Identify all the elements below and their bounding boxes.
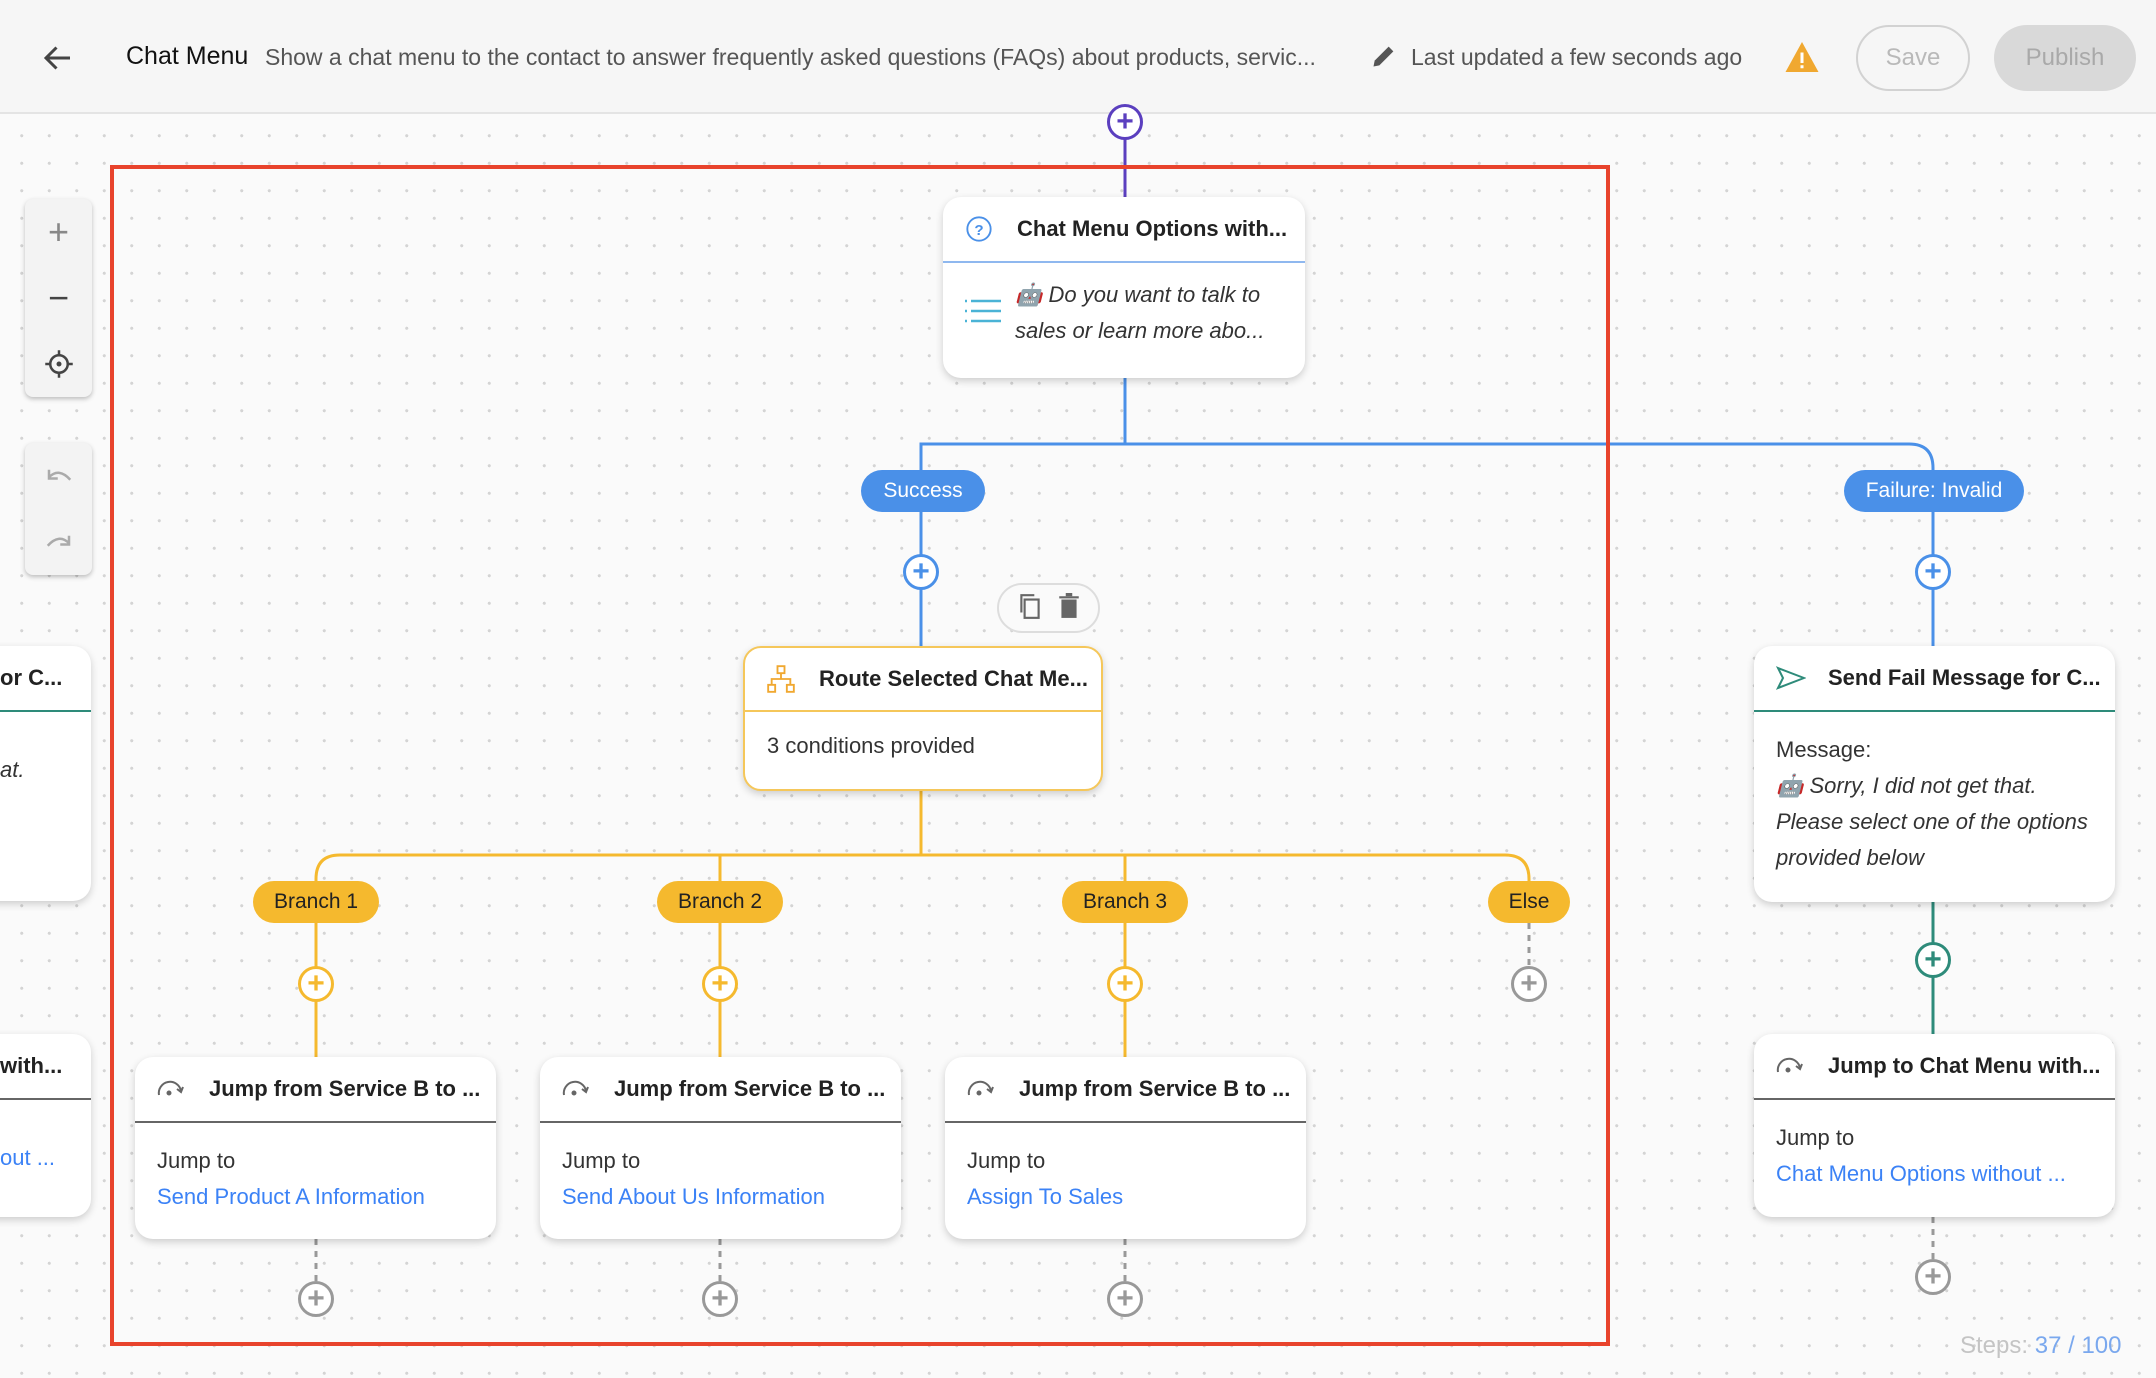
node-title: Route Selected Chat Me... [819, 666, 1088, 691]
node-actions [997, 583, 1100, 633]
add-step-button[interactable]: + [1107, 1281, 1143, 1317]
flow-description[interactable]: Show a chat menu to the contact to answe… [265, 44, 1316, 70]
add-step-button[interactable]: + [1915, 942, 1951, 978]
fail-message-node[interactable]: Send Fail Message for C... Message: 🤖 Sor… [1754, 646, 2115, 902]
node-title: Jump to Chat Menu with... [1828, 1053, 2101, 1078]
svg-text:?: ? [974, 222, 983, 239]
jump-label: Jump to [1776, 1125, 1855, 1150]
branch-label: Branch 1 [253, 881, 379, 923]
else-label: Else [1488, 881, 1570, 923]
route-node[interactable]: Route Selected Chat Me... 3 conditions p… [743, 646, 1103, 791]
partial-node[interactable]: with... out ... [0, 1034, 91, 1217]
partial-node[interactable]: or C... at. [0, 646, 91, 901]
jump-target-link[interactable]: out ... [0, 1145, 56, 1170]
jump-icon [562, 1079, 594, 1099]
copy-icon[interactable] [1017, 592, 1043, 625]
page-title: Chat Menu [126, 42, 249, 70]
warning-icon[interactable] [1784, 40, 1820, 79]
steps-label: Steps: [1960, 1332, 2029, 1359]
success-path-label: Success [861, 470, 985, 512]
top-bar: Chat Menu Show a chat menu to the contac… [0, 0, 2156, 114]
add-step-button[interactable]: + [1915, 1259, 1951, 1295]
last-updated-status: Last updated a few seconds ago [1411, 44, 1743, 70]
list-icon [965, 297, 1001, 330]
question-circle-icon: ? [965, 215, 997, 243]
node-body: 🤖 Do you want to talk to sales or learn … [1015, 282, 1265, 343]
add-step-button[interactable]: + [1107, 966, 1143, 1002]
zoom-in-icon[interactable]: + [47, 211, 70, 252]
jump-target-link[interactable]: Send Product A Information [157, 1184, 425, 1209]
node-title: Jump from Service B to ... [209, 1076, 481, 1101]
node-body: at. [0, 757, 25, 782]
add-step-button[interactable]: + [702, 966, 738, 1002]
node-title: Send Fail Message for C... [1828, 665, 2101, 690]
jump-label: Jump to [157, 1148, 236, 1173]
menu-connector [919, 378, 1935, 491]
message-text: 🤖 Sorry, I did not get that. Please sele… [1776, 773, 2088, 870]
sitemap-icon [767, 665, 799, 693]
add-step-button[interactable]: + [1107, 104, 1143, 140]
jump-node[interactable]: Jump from Service B to ... Jump to Send P… [135, 1057, 496, 1239]
zoom-out-icon[interactable]: − [47, 277, 70, 318]
jump-node[interactable]: Jump from Service B to ... Jump to Assign… [945, 1057, 1306, 1239]
steps-separator: / [2068, 1332, 2075, 1359]
add-step-button[interactable]: + [903, 554, 939, 590]
message-label: Message: [1776, 737, 1872, 762]
steps-max: 100 [2081, 1332, 2122, 1359]
node-title: Jump from Service B to ... [1019, 1076, 1291, 1101]
failure-path-label: Failure: Invalid [1844, 470, 2024, 512]
add-step-button[interactable]: + [298, 966, 334, 1002]
branch-label: Branch 3 [1062, 881, 1188, 923]
zoom-controls: + − [25, 199, 92, 397]
node-body: 3 conditions provided [767, 733, 975, 758]
redo-icon[interactable] [25, 509, 92, 575]
jump-node[interactable]: Jump to Chat Menu with... Jump to Chat Me… [1754, 1034, 2115, 1217]
branch-connector [314, 791, 1531, 902]
add-step-button[interactable]: + [1915, 554, 1951, 590]
send-icon [1776, 666, 1808, 690]
jump-target-link[interactable]: Assign To Sales [967, 1184, 1124, 1209]
publish-button[interactable]: Publish [1994, 25, 2136, 91]
history-controls [25, 443, 92, 575]
add-step-button[interactable]: + [702, 1281, 738, 1317]
chat-menu-node[interactable]: ? Chat Menu Options with... 🤖 Do you wan… [943, 197, 1305, 378]
jump-icon [1776, 1056, 1808, 1076]
jump-label: Jump to [562, 1148, 641, 1173]
add-step-button[interactable]: + [298, 1281, 334, 1317]
selection-frame [110, 165, 1610, 1346]
back-arrow-icon[interactable] [40, 40, 76, 81]
jump-target-link[interactable]: Send About Us Information [562, 1184, 825, 1209]
node-title: or C... [0, 646, 91, 712]
undo-icon[interactable] [25, 443, 92, 509]
steps-used: 37 [2034, 1332, 2062, 1359]
steps-counter: Steps: 37 / 100 [1960, 1332, 2121, 1360]
add-step-button[interactable]: + [1511, 966, 1547, 1002]
save-button[interactable]: Save [1856, 25, 1970, 91]
pencil-icon[interactable] [1370, 42, 1398, 75]
jump-icon [157, 1079, 189, 1099]
recenter-icon[interactable] [25, 331, 92, 397]
jump-icon [967, 1079, 999, 1099]
node-title: with... [0, 1034, 91, 1100]
node-title: Chat Menu Options with... [1017, 216, 1288, 241]
trash-icon[interactable] [1058, 592, 1080, 624]
jump-node[interactable]: Jump from Service B to ... Jump to Send A… [540, 1057, 901, 1239]
node-title: Jump from Service B to ... [614, 1076, 886, 1101]
jump-label: Jump to [967, 1148, 1046, 1173]
jump-target-link[interactable]: Chat Menu Options without ... [1776, 1161, 2066, 1186]
branch-label: Branch 2 [657, 881, 783, 923]
